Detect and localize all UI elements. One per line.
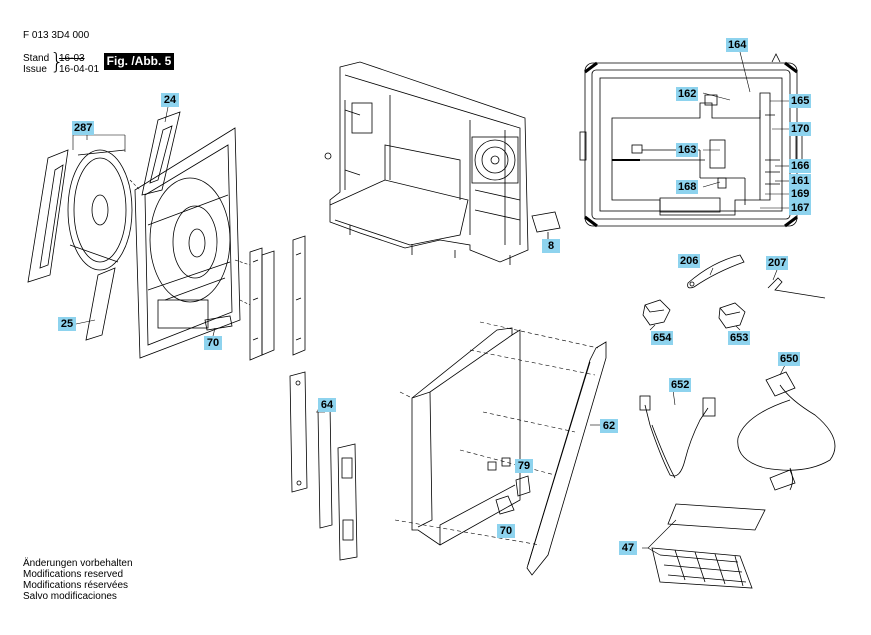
part-653 [718,302,746,329]
side-panel-62 [526,341,607,576]
part-label-169: 169 [789,187,812,201]
rail-lower-left [289,371,308,493]
footer-line-fr: Modifications réservées [23,580,129,591]
part-label-79: 79 [515,459,533,473]
part-label-168: 168 [676,180,699,194]
rail-upper-left [249,247,263,361]
part-label-70-clip: 70 [497,524,515,538]
part-652-usb-cable [639,395,716,479]
part-label-163: 163 [676,143,699,157]
issue-label: Issue [23,64,47,75]
rail-upper-right [292,235,306,356]
part-label-207: 207 [766,256,789,270]
part-label-162: 162 [676,87,699,101]
rail-upper-mid [261,250,275,356]
rail-lower-mid [317,405,333,529]
part-207-key [767,277,826,299]
revision-old: 16-03 [59,53,85,64]
part-label-164: 164 [726,38,749,52]
footer-line-de: Änderungen vorbehalten [23,558,133,569]
part-label-287: 287 [72,121,95,135]
part-label-166: 166 [789,159,812,173]
part-label-653: 653 [728,331,751,345]
part-label-62: 62 [600,419,618,433]
inner-frame [411,327,521,546]
unit-rear-view [579,53,803,228]
part-label-650: 650 [778,352,801,366]
part-label-206: 206 [678,254,701,268]
fan-bracket-left [27,149,69,283]
document-number: F 013 3D4 000 [23,30,90,41]
figure-badge: Fig. /Abb. 5 [104,53,174,70]
rail-lower-right [337,443,358,561]
part-8-plate [531,211,561,240]
part-70-handle [204,315,233,331]
part-label-654: 654 [651,331,674,345]
part-206-tool [687,254,745,289]
fan-wheel-287 [67,149,133,271]
part-label-47: 47 [619,541,637,555]
part-label-24: 24 [161,93,179,107]
main-housing [324,61,529,265]
part-47-filter [651,503,766,589]
part-70-clip [495,495,515,515]
part-79 [515,475,531,497]
part-label-8: 8 [542,239,560,253]
bracket-25 [85,267,116,341]
part-label-170: 170 [789,122,812,136]
part-label-64: 64 [318,398,336,412]
part-label-25: 25 [58,317,76,331]
brace-symbol: } [50,50,64,75]
footer-line-es: Salvo modificaciones [23,591,117,602]
part-label-652: 652 [669,378,692,392]
part-label-70-fan: 70 [204,336,222,350]
part-650-power-cord [737,371,836,491]
stand-label: Stand [23,53,50,64]
bracket-24 [141,111,181,196]
part-654 [642,299,671,326]
revision-new: 16-04-01 [59,64,100,75]
fan-assembly [134,127,241,359]
part-label-165: 165 [789,94,812,108]
footer-line-en: Modifications reserved [23,569,124,580]
part-label-161: 161 [789,174,812,188]
part-label-167: 167 [789,201,812,215]
